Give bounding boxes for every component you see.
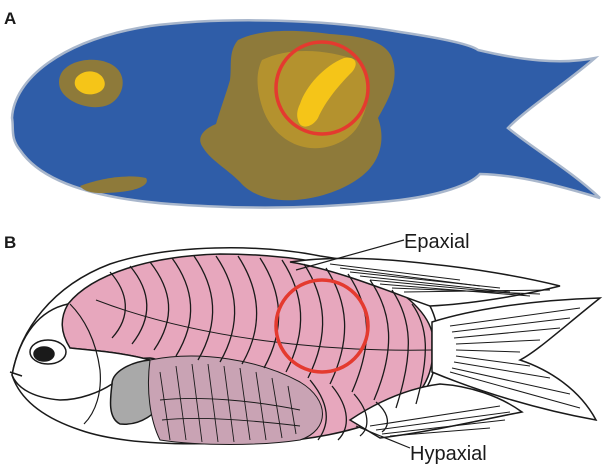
panel-a-fish xyxy=(12,20,600,207)
panel-b-fish xyxy=(10,240,600,448)
epaxial-label: Epaxial xyxy=(404,231,470,253)
eye-pupil xyxy=(34,347,54,361)
hypaxial-label: Hypaxial xyxy=(410,443,487,465)
panel-b-letter: B xyxy=(4,233,16,252)
panel-a-letter: A xyxy=(4,9,16,28)
